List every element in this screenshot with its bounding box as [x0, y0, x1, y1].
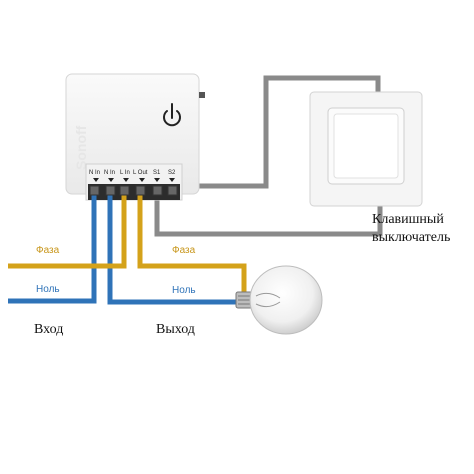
terminal-label: L In [120, 170, 130, 176]
neutral-wire-input [8, 188, 97, 304]
terminal-label: N In [89, 170, 100, 176]
terminal-label: S2 [168, 170, 176, 176]
neutral-wire-output [107, 188, 236, 305]
phase-wire-output [137, 188, 247, 292]
neutral-label-input: Ноль [36, 284, 60, 295]
sonoff-device: Sonoff N In N In L In L Out S1 S2 [65, 73, 205, 201]
neutral-wires [8, 188, 236, 305]
neutral-label-output: Ноль [172, 285, 196, 296]
switch-label-line2: выключатель [372, 230, 451, 245]
terminal-label: L Out [133, 170, 148, 176]
switch-wire-s2 [172, 75, 381, 189]
phase-label-input: Фаза [36, 245, 60, 256]
device-brand: Sonoff [73, 125, 89, 170]
bulb-icon [235, 265, 323, 335]
power-icon [163, 103, 181, 127]
switch-label-line1: Клавишный [372, 212, 444, 227]
rocker-switch [309, 91, 423, 207]
terminal-labels: N In N In L In L Out S1 S2 [89, 170, 176, 176]
switch-wire-s1 [154, 186, 383, 237]
terminal-label: S1 [153, 170, 161, 176]
phase-wires [8, 188, 247, 292]
terminal-label: N In [104, 170, 115, 176]
phase-wire-input [8, 188, 127, 269]
output-label: Выход [156, 322, 195, 337]
terminal-arrows [93, 178, 175, 182]
phase-label-output: Фаза [172, 245, 196, 256]
switch-wires [154, 75, 383, 237]
input-label: Вход [34, 322, 64, 337]
terminal-screws [89, 185, 178, 196]
